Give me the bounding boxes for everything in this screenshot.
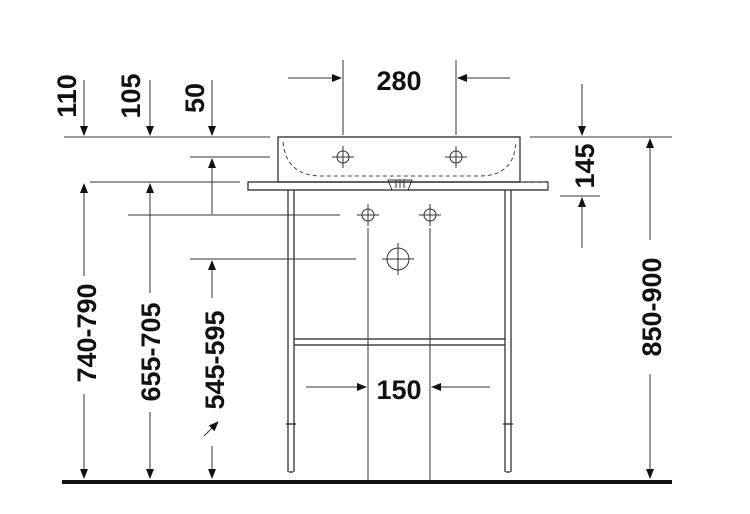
- dim-height-1-label: 740-790: [72, 283, 102, 382]
- dim-tap-spacing: 150: [306, 375, 490, 405]
- waste-outlet: [382, 243, 414, 275]
- dim-top-offset-1-label: 110: [52, 74, 82, 118]
- dim-top-offset-3: 50: [180, 80, 216, 136]
- dim-height-3: 545-595: [200, 158, 230, 479]
- tap-hole-left: [332, 146, 354, 168]
- supply-hole-right: [419, 204, 441, 226]
- dim-tap-spacing-label: 150: [376, 375, 421, 405]
- dim-top-offset-1: 110: [52, 74, 88, 136]
- dim-rim-height-label: 850-900: [637, 257, 667, 356]
- dim-top-width: 280: [288, 60, 510, 135]
- dim-rim-height: 850-900: [637, 138, 667, 479]
- dim-top-width-label: 280: [376, 66, 421, 96]
- floor-line: [62, 480, 672, 484]
- dim-basin-depth: 145: [570, 84, 600, 248]
- dim-top-offset-2-label: 105: [116, 73, 146, 118]
- dim-height-3-label: 545-595: [200, 310, 230, 409]
- tap-hole-right: [445, 146, 467, 168]
- dim-height-2: 655-705: [136, 183, 166, 479]
- dim-top-offset-2: 105: [116, 73, 154, 136]
- stand-frame: [286, 190, 513, 473]
- basin: [247, 136, 549, 191]
- dim-height-2-label: 655-705: [136, 302, 166, 401]
- dim-top-offset-3-label: 50: [180, 83, 210, 113]
- dim-basin-depth-label: 145: [570, 143, 600, 188]
- dim-height-1: 740-790: [72, 183, 102, 479]
- supply-hole-left: [357, 204, 379, 226]
